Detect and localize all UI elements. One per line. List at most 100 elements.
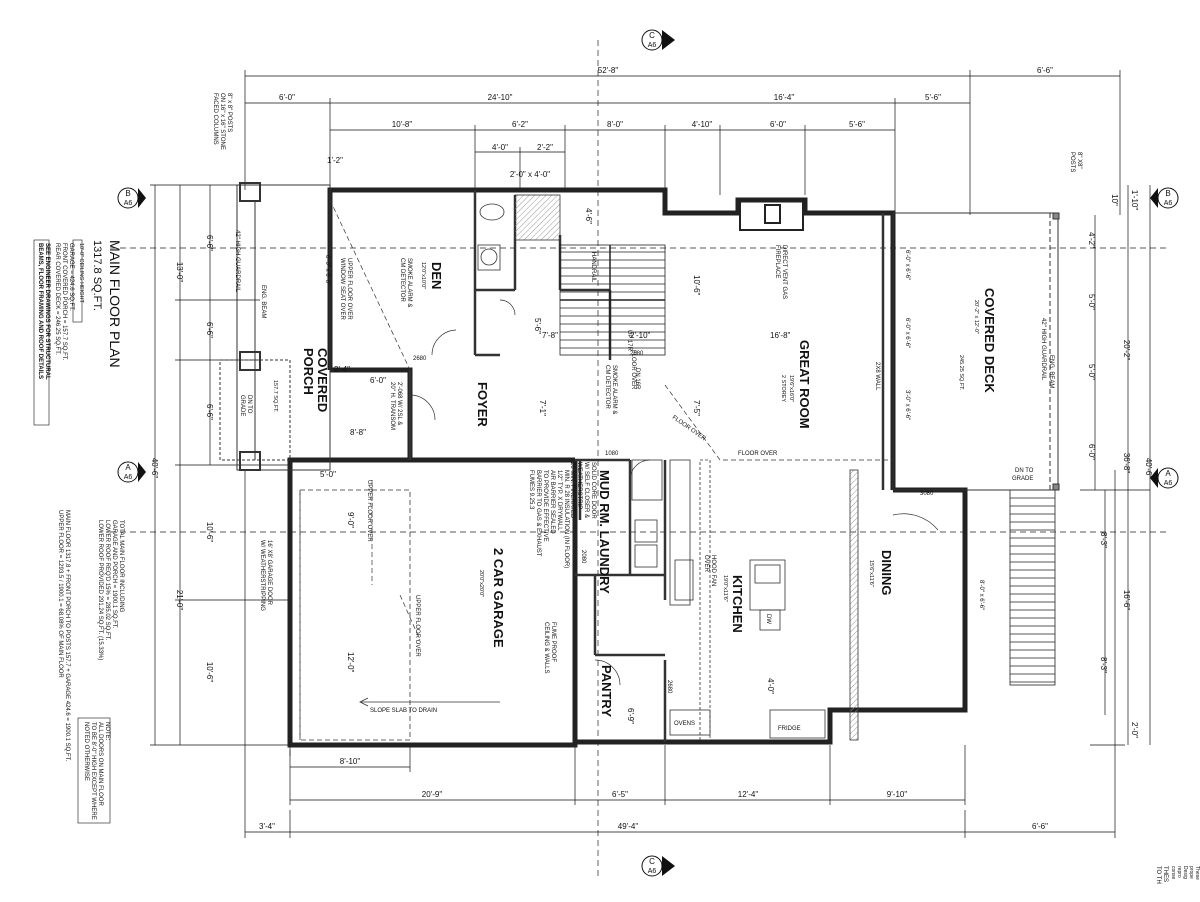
doors-note: NOTE: [104, 722, 110, 741]
door-label: 1080 [605, 451, 619, 457]
posts-note: 8" x 8" POSTS [226, 93, 232, 132]
room-den-size: 12'0"x10'0" [420, 262, 426, 289]
solid-door-note: SOLID CORE DOOR [590, 462, 596, 519]
dw-label: DW [765, 614, 771, 624]
dim-misc: 6'-0" [370, 376, 386, 385]
dims-right [1080, 185, 1151, 746]
section-letter: B [125, 189, 130, 198]
room-garage-size: 20'0"x20'0" [478, 570, 484, 597]
dim-right: 8'-3" [1099, 532, 1108, 548]
covered-porch [219, 182, 331, 471]
section-marker-right-top: B A6 [1150, 187, 1179, 209]
room-dining-size: 15'6"x11'6" [868, 560, 874, 587]
room-foyer: FOYER [475, 382, 490, 427]
section-markers: C A6 B A6 B A6 A A6 A A6 [117, 29, 1179, 877]
exterior-walls [287, 187, 968, 748]
insulation-note: TO PROVIDE EFFECTIVE [542, 470, 548, 542]
dim-misc: 8'-10" [340, 757, 361, 766]
dim-left: 6'-6" [205, 235, 214, 251]
smoke-den: SMOKE ALARM & [406, 258, 412, 307]
hood-note: HOOD FAN [710, 555, 716, 586]
interior-walls [408, 190, 885, 742]
dim-misc: 12'-0" [346, 652, 355, 673]
dim-misc: 5'-0" [320, 470, 336, 479]
door-label: 3080 [920, 491, 934, 497]
window-label: 6'-0" x 6'-6" [324, 255, 330, 285]
upper-floor-note: UPPER FLOOR OVER [366, 480, 372, 542]
bathroom-fixtures [477, 194, 561, 271]
room-great: GREAT ROOM [797, 340, 812, 429]
title-block: MAIN FLOOR PLAN 1317.8 SQ.FT. 10'-0" CEI… [33, 239, 1200, 884]
dims-right-labels: 1'-10" 10" 4'-2" 5'-0" 5'-0" 6'-0" 8'-3"… [1087, 190, 1153, 738]
section-letter: A [1165, 469, 1171, 478]
insulation-note: 1/2" TYP. X DRYWALL [556, 470, 562, 531]
doors-note: NOTED OTHERWISE [83, 722, 89, 781]
garage-door-note: W/ WEATHERSTRIPPING [259, 540, 265, 611]
room-dining: DINING [879, 550, 894, 596]
dim-ext-tr: 6'-6" [1037, 66, 1053, 75]
door-label: 2080 [580, 550, 586, 564]
doors-note-box [77, 717, 111, 824]
room-den: DEN [429, 262, 444, 289]
dim-right-outer: 40'-6" [1144, 458, 1153, 479]
stairs [559, 244, 666, 356]
dim-misc: 8'-8" [350, 428, 366, 437]
window-seat-note: WINDOW SEAT OVER [339, 258, 345, 320]
dim-row1: 24'-10" [488, 93, 513, 102]
dim-left: 10'-6" [205, 522, 214, 543]
dim-misc: 6'-9" [626, 708, 635, 724]
dim-overall-top: 52'-8" [598, 66, 619, 75]
smoke-foyer: CM DETECTOR [604, 365, 610, 410]
door-swings [409, 299, 939, 686]
dims-left [150, 184, 290, 746]
slope-arrow [359, 697, 500, 707]
door-label: 2680 [413, 356, 427, 362]
dim-right: 10" [1110, 194, 1119, 206]
dim-misc: 10'-6" [692, 275, 701, 296]
ceiling-box [72, 239, 83, 323]
fireplace-note: FIREPLACE [774, 245, 780, 278]
dim-right: 1'-10" [1130, 190, 1139, 211]
solid-door-note: 20 MIN. FIRERATED [569, 462, 575, 519]
corner-text: prope [1188, 866, 1194, 879]
section-letter: B [1165, 189, 1170, 198]
floor-over-1: FLOOR OVER [630, 350, 636, 390]
guardrail-right: 42" HIGH GUARDRAIL [1040, 318, 1046, 381]
room-porch-1: COVERED [315, 348, 330, 412]
dims-bottom [244, 470, 1116, 838]
section-marker-bottom: C A6 [641, 855, 675, 877]
engineer-note: SEE ENGINEER DRAWINGS FOR STRUCTURAL [44, 243, 50, 380]
dims-bottom-labels: 20'-9" 6'-5" 12'-4" 9'-10" 3'-4" 49'-4" … [259, 757, 1048, 831]
section-sheet: A6 [124, 474, 133, 481]
guardrail-left: 42" HIGH GUARDRAIL [234, 230, 240, 293]
dim-right: 16'-6" [1122, 590, 1131, 611]
corner-text: TO TH [1155, 866, 1161, 884]
section-sheet: A6 [648, 42, 657, 49]
engineer-box [33, 239, 50, 426]
shower-size: 2'-0" x 4'-0" [510, 170, 550, 179]
room-deck-sqft: 245.25 SQ.FT. [958, 355, 964, 391]
corner-text: Desig [1182, 866, 1188, 879]
dims-top-labels: 52'-8" 6'-6" 6'-0" 24'-10" 16'-4" 5'-6" … [279, 66, 1053, 179]
dim-right: 2'-0" [1130, 722, 1139, 738]
window-seat-note: UPPER FLOOR OVER [346, 258, 352, 320]
fume-note: CEILING & WALLS [543, 622, 549, 673]
dn-grade-right: DN TO [1015, 468, 1034, 474]
window-label: 6'-0" x 6'-6" [904, 318, 910, 348]
room-great-storey: 2 STOREY [780, 375, 786, 402]
fridge-label: FRIDGE [778, 726, 801, 732]
dim-misc: 7'-1" [538, 400, 547, 416]
fireplace-note: DIRECT VENT GAS [781, 245, 787, 299]
dim-row3: 2'-2" [537, 143, 553, 152]
dim-row2: 4'-10" [692, 120, 713, 129]
insulation-note: BARRIER TO GAS & EXHAUST [535, 470, 541, 557]
hood-note: OVER [703, 555, 709, 573]
section-marker-top: C A6 [641, 29, 675, 51]
room-kitchen-size: 19'0"x11'6" [722, 575, 728, 602]
plan-stat: FRONT COVERED PORCH = 157.7 SQ.FT. [61, 243, 67, 361]
floor-over-lines [329, 199, 893, 641]
dim-row1: 5'-6" [925, 93, 941, 102]
dim-left: 13'-0" [175, 262, 184, 283]
room-pantry: PANTRY [599, 665, 614, 717]
